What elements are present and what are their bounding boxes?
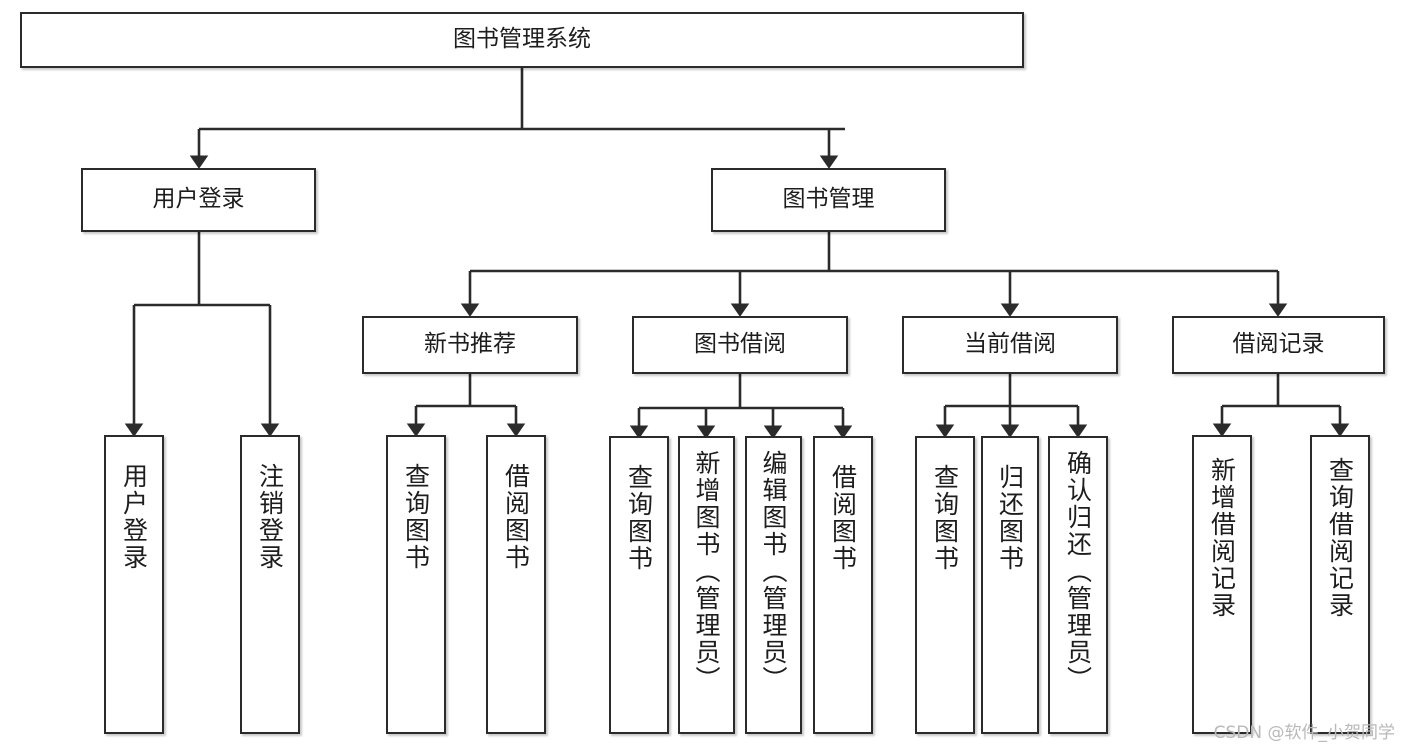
node-leaf-logout[interactable]: 注销登录 bbox=[240, 435, 300, 734]
node-leaf-borrow-book-2[interactable]: 借阅图书 bbox=[813, 436, 873, 734]
node-leaf-borrow-book-1[interactable]: 借阅图书 bbox=[486, 435, 546, 734]
node-label: 用户登录 bbox=[152, 186, 245, 213]
node-label: 查询图书 bbox=[930, 464, 960, 572]
node-leaf-add-book-admin[interactable]: 新增图书（管理员） bbox=[678, 436, 735, 734]
node-label: 新增借阅记录 bbox=[1207, 457, 1237, 619]
node-label: 借阅图书 bbox=[828, 464, 858, 572]
node-label: 借阅图书 bbox=[501, 463, 531, 571]
node-label: 注销登录 bbox=[255, 463, 285, 571]
node-leaf-query-borrow-record[interactable]: 查询借阅记录 bbox=[1310, 435, 1370, 734]
node-label: 当前借阅 bbox=[964, 331, 1056, 358]
node-label: 图书管理系统 bbox=[453, 26, 591, 53]
node-leaf-query-book-3[interactable]: 查询图书 bbox=[915, 436, 975, 734]
node-label: 查询图书 bbox=[624, 464, 654, 572]
node-label: 图书借阅 bbox=[694, 331, 786, 358]
node-leaf-confirm-return-admin[interactable]: 确认归还（管理员） bbox=[1048, 436, 1108, 734]
csdn-watermark: CSDN @软件_小贺同学 bbox=[1213, 723, 1395, 743]
node-leaf-query-book-2[interactable]: 查询图书 bbox=[609, 436, 669, 734]
node-user-login[interactable]: 用户登录 bbox=[81, 168, 316, 232]
node-borrowing-record[interactable]: 借阅记录 bbox=[1172, 316, 1385, 374]
node-label: 查询图书 bbox=[401, 463, 431, 571]
node-leaf-user-login[interactable]: 用户登录 bbox=[104, 435, 164, 734]
node-label: 确认归还（管理员） bbox=[1063, 450, 1093, 693]
node-book-borrowing[interactable]: 图书借阅 bbox=[632, 316, 848, 374]
node-root-book-management-system[interactable]: 图书管理系统 bbox=[20, 12, 1024, 68]
node-new-book-recommendation[interactable]: 新书推荐 bbox=[362, 316, 578, 374]
node-label: 借阅记录 bbox=[1232, 331, 1325, 358]
node-book-management[interactable]: 图书管理 bbox=[711, 168, 946, 232]
node-label: 新增图书（管理员） bbox=[692, 450, 721, 693]
node-label: 新书推荐 bbox=[424, 331, 516, 358]
node-label: 用户登录 bbox=[119, 463, 149, 571]
node-leaf-return-book[interactable]: 归还图书 bbox=[981, 436, 1039, 734]
node-current-borrowing[interactable]: 当前借阅 bbox=[902, 316, 1118, 374]
node-label: 编辑图书（管理员） bbox=[759, 450, 788, 693]
node-label: 图书管理 bbox=[782, 186, 875, 213]
node-leaf-query-book-1[interactable]: 查询图书 bbox=[386, 435, 446, 734]
node-label: 归还图书 bbox=[995, 464, 1025, 572]
node-leaf-edit-book-admin[interactable]: 编辑图书（管理员） bbox=[745, 436, 802, 734]
node-leaf-add-borrow-record[interactable]: 新增借阅记录 bbox=[1192, 435, 1252, 734]
node-label: 查询借阅记录 bbox=[1325, 457, 1355, 619]
